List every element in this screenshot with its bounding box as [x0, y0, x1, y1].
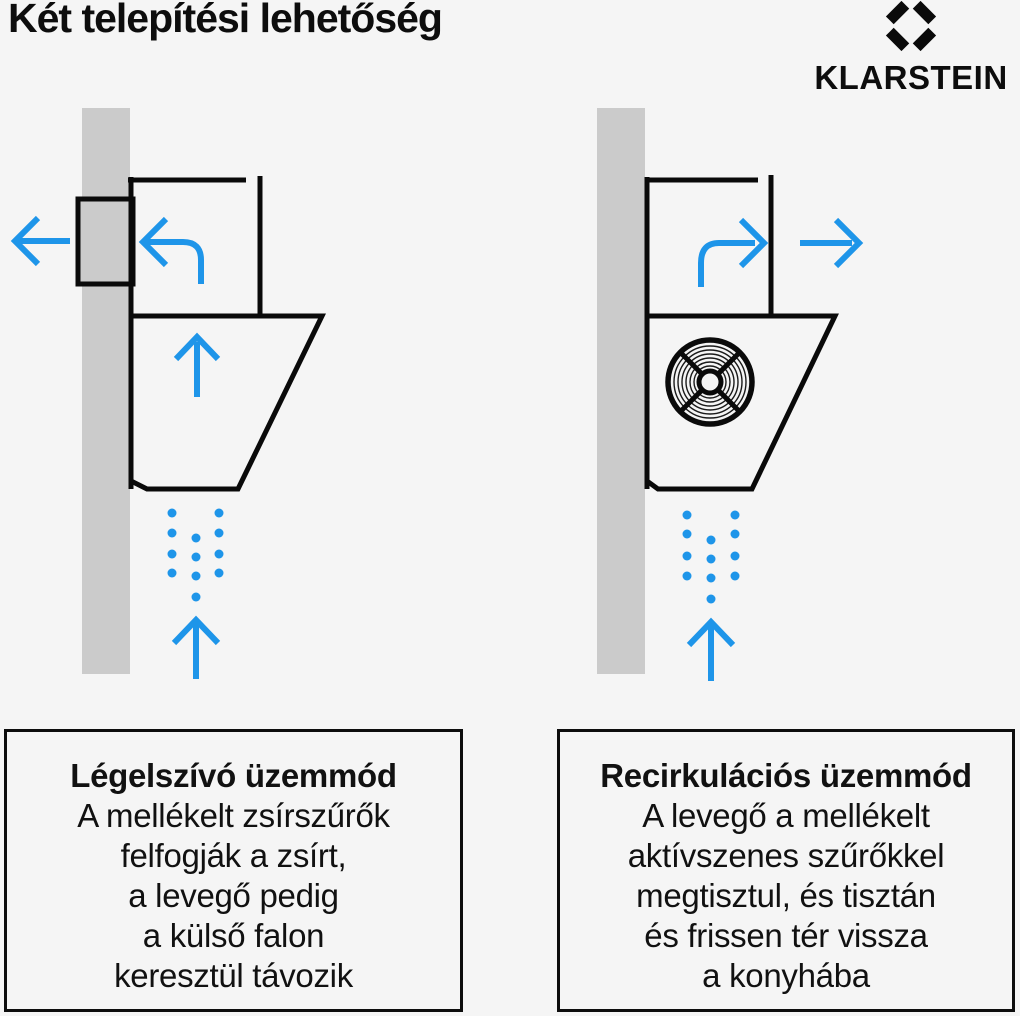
- installation-diagrams: [10, 108, 864, 681]
- recirculation-caption-box: Recirkulációs üzemmód A levegő a melléke…: [557, 729, 1015, 1012]
- caption-line: felfogják a zsírt,: [120, 837, 347, 874]
- wall: [82, 108, 130, 674]
- hood-body: [128, 313, 326, 492]
- mode-title: Légelszívó üzemmód: [70, 757, 397, 794]
- caption-line: aktívszenes szűrőkkel: [627, 837, 945, 874]
- caption-line: keresztül távozik: [114, 957, 353, 994]
- curved-arrow-right-icon: [698, 217, 769, 287]
- wall-duct: [75, 196, 136, 287]
- caption-line: a külső falon: [142, 917, 325, 954]
- recirculation-diagram: [597, 108, 864, 681]
- caption-line: és frissen tér vissza: [644, 917, 928, 954]
- caption-line: A mellékelt zsírszűrők: [77, 797, 390, 834]
- fan-hub: [696, 368, 724, 396]
- arrow-left-icon: [10, 215, 70, 267]
- page-title: Két telepítési lehetőség: [8, 0, 443, 41]
- extraction-diagram: [10, 108, 326, 679]
- caption-line: a levegő pedig: [128, 877, 339, 914]
- caption-line: megtisztul, és tisztán: [636, 877, 936, 914]
- arrow-up-icon: [686, 617, 736, 681]
- caption-line: a konyhába: [702, 957, 870, 994]
- steam-dots-icon: [167, 508, 224, 602]
- extraction-caption-box: Légelszívó üzemmód A mellékelt zsírszűrő…: [4, 729, 463, 1012]
- caption-line: A levegő a mellékelt: [642, 797, 930, 834]
- klarstein-diamond-icon: [879, 0, 943, 56]
- arrow-up-icon: [171, 615, 221, 679]
- wall: [597, 108, 645, 674]
- hood-body: [644, 313, 839, 492]
- steam-dots-icon: [682, 510, 740, 604]
- curved-arrow-left-icon: [138, 216, 204, 284]
- mode-title: Recirkulációs üzemmód: [600, 757, 972, 794]
- brand-wordmark: KLARSTEIN: [814, 59, 1008, 96]
- fan-icon: [665, 337, 755, 427]
- brand-block: KLARSTEIN: [806, 0, 1016, 97]
- arrow-right-icon: [800, 217, 864, 269]
- arrow-up-icon: [173, 332, 221, 397]
